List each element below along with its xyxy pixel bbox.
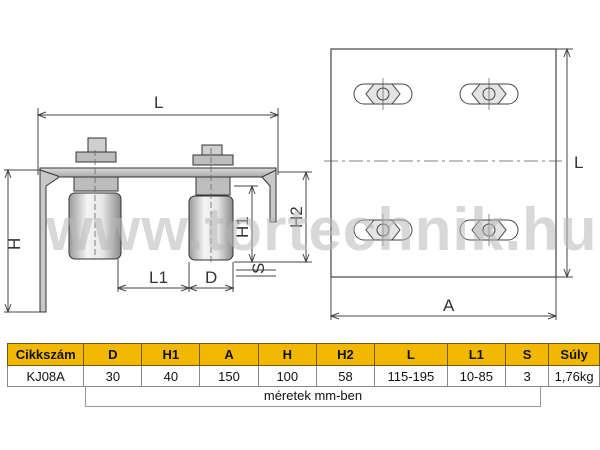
- header-H: H: [257, 343, 317, 366]
- watermark: www.tortechnik.hu: [45, 196, 597, 263]
- dimension-L-top: [556, 47, 573, 279]
- header-cikkszam: Cikkszám: [6, 343, 85, 366]
- label-L1: L1: [149, 268, 168, 287]
- table-row: KJ08A 30 40 150 100 58 115-195 10-85 3 1…: [6, 365, 600, 387]
- cell-H2: 58: [315, 365, 376, 387]
- header-H1: H1: [141, 343, 201, 366]
- label-H: H: [5, 238, 24, 250]
- dimension-H: [4, 168, 40, 314]
- slot-top-left: [353, 78, 413, 110]
- header-L: L: [374, 343, 448, 366]
- header-H2: H2: [315, 343, 376, 366]
- roller-right: [188, 144, 234, 262]
- cell-H: 100: [257, 365, 317, 387]
- cell-S: 3: [504, 365, 550, 387]
- cell-A: 150: [199, 365, 259, 387]
- slot-bottom-left: [353, 214, 413, 246]
- slot-top-right: [459, 78, 519, 110]
- label-H1: H1: [233, 216, 252, 238]
- header-D: D: [83, 343, 143, 366]
- slot-bottom-right: [459, 214, 519, 246]
- header-S: S: [504, 343, 550, 366]
- cell-L1: 10-85: [446, 365, 506, 387]
- top-view: L A: [324, 47, 583, 320]
- dimension-H2: [234, 170, 312, 264]
- dimension-S: [236, 269, 276, 277]
- label-L-side: L: [154, 93, 163, 112]
- header-A: A: [199, 343, 259, 366]
- side-view: L H: [4, 93, 312, 314]
- cell-cikkszam: KJ08A: [6, 365, 85, 387]
- cell-suly: 1,76kg: [548, 365, 600, 387]
- label-A: A: [443, 296, 455, 315]
- label-H2: H2: [287, 206, 306, 228]
- header-suly: Súly: [548, 343, 600, 366]
- label-L-top: L: [574, 153, 583, 172]
- dimension-L-side: [36, 108, 280, 175]
- roller-left: [68, 137, 122, 260]
- top-plate: [330, 48, 557, 278]
- technical-drawing: L H: [4, 47, 597, 320]
- mounting-plate: [39, 167, 277, 178]
- dimension-A: [329, 277, 558, 320]
- dimension-L1-D: [116, 259, 235, 292]
- spec-table: Cikkszám D H1 A H H2 L L1 S Súly KJ08A 3…: [6, 343, 600, 387]
- cell-D: 30: [83, 365, 143, 387]
- cell-L: 115-195: [374, 365, 448, 387]
- cell-H1: 40: [141, 365, 201, 387]
- table-header-row: Cikkszám D H1 A H H2 L L1 S Súly: [6, 343, 600, 366]
- label-S: S: [249, 263, 268, 274]
- label-D: D: [205, 268, 217, 287]
- unit-note: méretek mm-ben: [85, 387, 541, 407]
- bracket-right: [261, 169, 277, 223]
- header-L1: L1: [446, 343, 506, 366]
